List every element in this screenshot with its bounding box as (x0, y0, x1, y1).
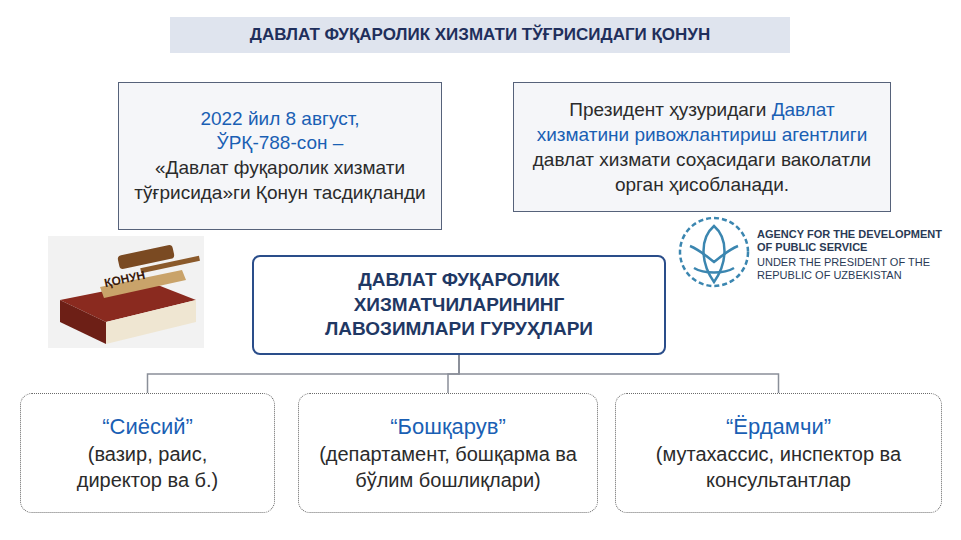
group-heading-box: ДАВЛАТ ФУҚАРОЛИК ХИЗМАТЧИЛАРИНИНГ ЛАВОЗИ… (252, 255, 666, 355)
info-paragraph: Президент ҳузуридаги Давлат хизматини ри… (526, 97, 878, 197)
title-text: ДАВЛАТ ФУҚАРОЛИК ХИЗМАТИ ТЎҒРИСИДАГИ ҚОН… (250, 25, 710, 45)
category-box: “Сиёсий”(вазир, раис, директор ва б.) (20, 393, 275, 513)
title-band: ДАВЛАТ ФУҚАРОЛИК ХИЗМАТИ ТЎҒРИСИДАГИ ҚОН… (170, 17, 790, 53)
node-text: (вазир, раис, директор ва б.) (48, 441, 248, 493)
node-heading: 2022 йил 8 август, ЎРҚ-788-сон – (175, 107, 385, 156)
book-side (60, 300, 106, 344)
emblem-ring (680, 218, 748, 286)
book-backdrop (48, 236, 204, 348)
gavel-handle (140, 256, 200, 273)
connector-line (448, 355, 459, 393)
info-box: Президент ҳузуридаги Давлат хизматини ри… (513, 82, 891, 212)
emblem-tail (694, 268, 734, 273)
node-text: (мутахассис, инспектор ва консультантлар (639, 441, 919, 493)
category-box: “Ёрдамчи”(мутахассис, инспектор ва консу… (615, 393, 942, 513)
node-text: «Давлат фуқаролик хизмати тўғрисида»ги Қ… (131, 156, 429, 205)
node-heading: “Бошқарув” (390, 413, 506, 442)
tree-connector (459, 355, 779, 393)
tree-connector (148, 355, 460, 393)
agency-emblem (680, 218, 748, 286)
tree-connector (448, 355, 459, 393)
connector-line (459, 355, 779, 393)
emblem-wings (690, 246, 738, 262)
connector-line (148, 355, 460, 393)
agency-name: AGENCY FOR THE DEVELOPMENT OF PUBLIC SER… (757, 228, 957, 255)
category-box: “Бошқарув”(департамент, бошқарма ва бўли… (298, 393, 598, 513)
node-text: давлат хизмати соҳасидаги ваколатли орга… (533, 149, 871, 195)
book-pages (106, 300, 196, 344)
law-book (48, 236, 204, 348)
node-text: (департамент, бошқарма ва бўлим бошлиқла… (309, 441, 587, 493)
node-heading: Президент ҳузуридаги (569, 99, 766, 120)
info-box: 2022 йил 8 август, ЎРҚ-788-сон –«Давлат … (118, 82, 442, 230)
node-heading: “Сиёсий” (102, 413, 193, 442)
agency-subtitle: UNDER THE PRESIDENT OF THE REPUBLIC OF U… (757, 256, 957, 283)
node-heading: “Ёрдамчи” (726, 413, 831, 442)
node-heading: ДАВЛАТ ФУҚАРОЛИК ХИЗМАТЧИЛАРИНИНГ ЛАВОЗИ… (294, 268, 624, 342)
